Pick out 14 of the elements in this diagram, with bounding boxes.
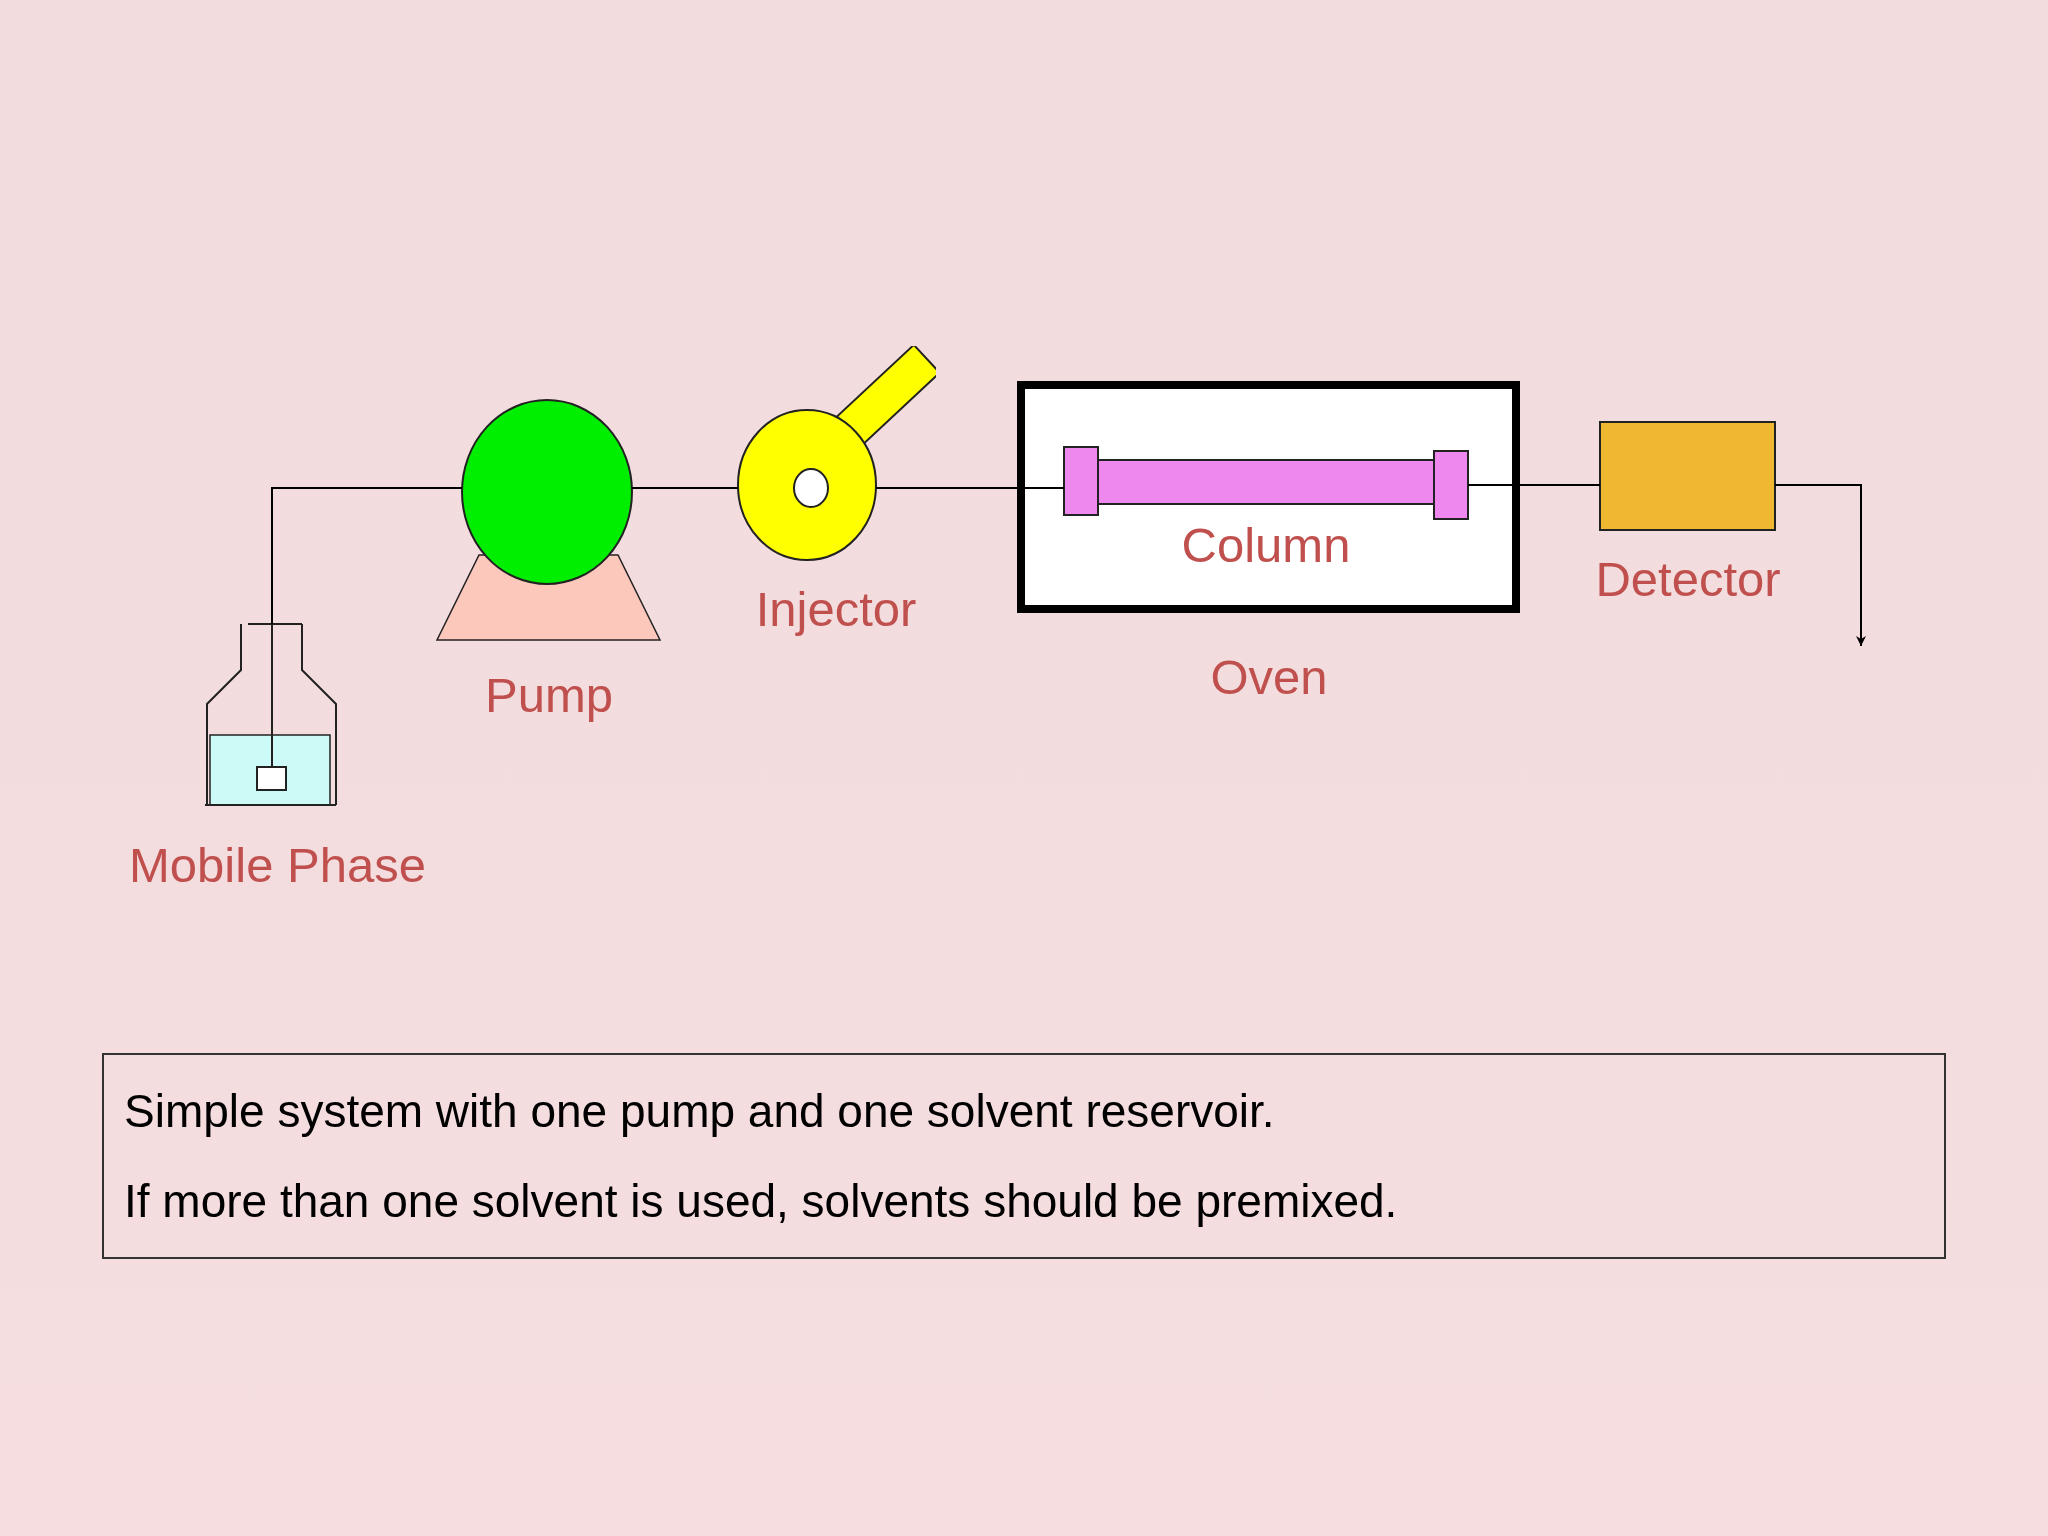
tubing-line <box>631 487 739 489</box>
component-label: Mobile Phase <box>129 837 426 894</box>
note-box <box>102 1053 1946 1259</box>
tubing-line <box>1467 484 1601 486</box>
tubing-line <box>875 487 1065 489</box>
note-text: Simple system with one pump and one solvent reservoir. <box>124 1085 1276 1137</box>
component-label: Detector <box>1595 551 1781 608</box>
note-text: If more than one solvent is used, solvents should be premixed. <box>124 1175 1399 1227</box>
component-label: Pump <box>485 667 613 724</box>
tubing-line <box>271 487 463 625</box>
component-label: Column <box>1181 517 1351 574</box>
arrow <box>1774 484 1866 647</box>
component-label: Oven <box>1210 649 1328 706</box>
component-label: Injector <box>755 581 917 638</box>
